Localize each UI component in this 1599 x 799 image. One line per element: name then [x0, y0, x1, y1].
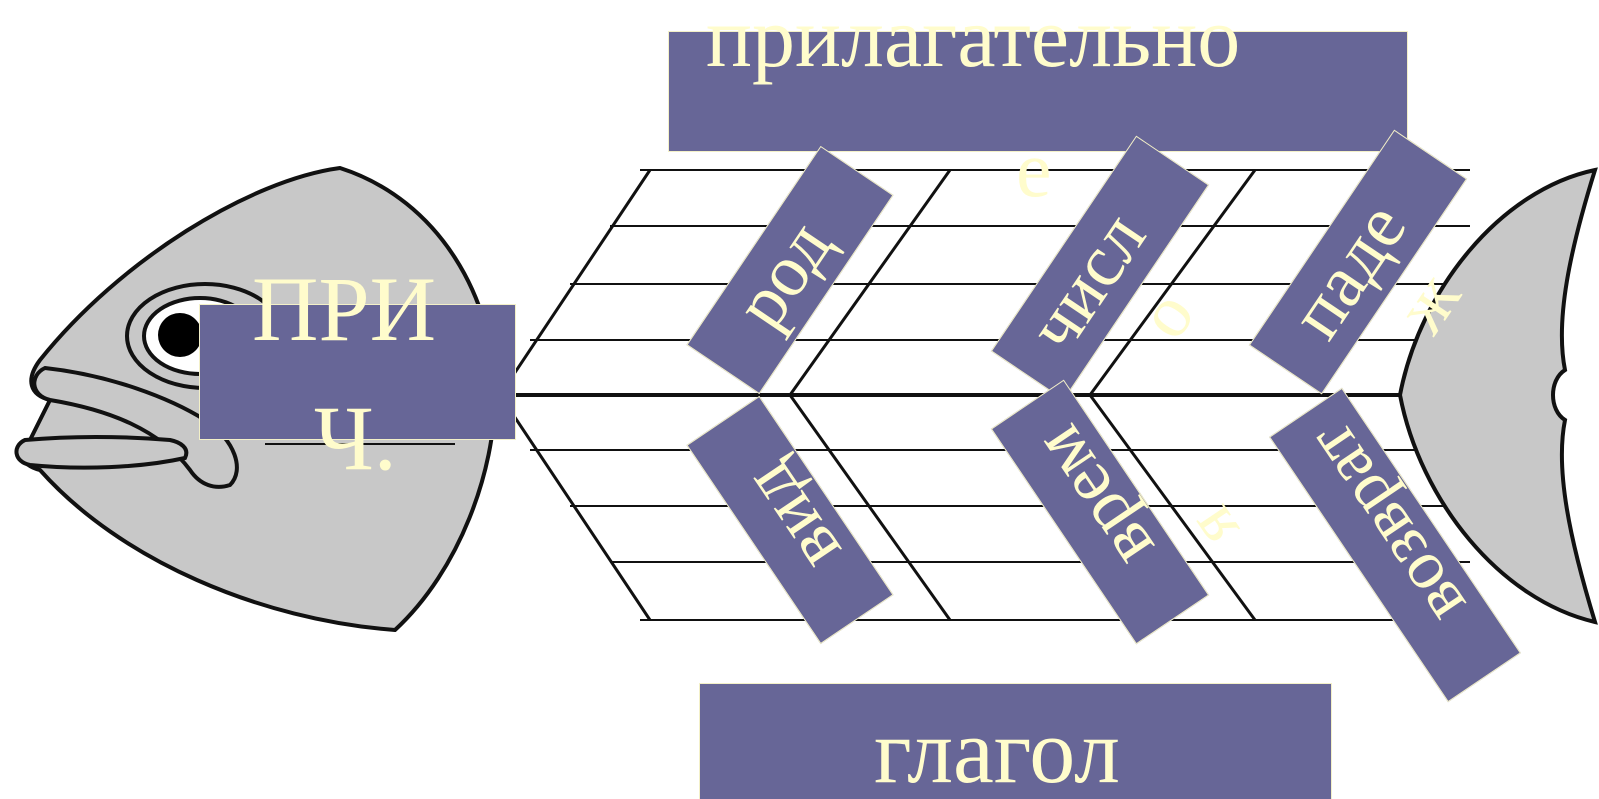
skeleton-bones	[498, 169, 1257, 621]
fish-lower-lip	[14, 435, 189, 470]
verb-label: глагол	[874, 700, 1120, 799]
fish-tail	[1397, 167, 1598, 625]
adjective-label-line1: прилагательно	[706, 0, 1241, 85]
adjective-box	[668, 31, 1408, 152]
adjective-label-line2: е	[1016, 126, 1052, 214]
participle-box	[199, 304, 516, 440]
verb-box	[699, 683, 1332, 799]
participle-label-line2: Ч.	[314, 387, 397, 489]
participle-label-line1: ПРИ	[252, 258, 437, 360]
skeleton-ribs	[530, 169, 1470, 621]
